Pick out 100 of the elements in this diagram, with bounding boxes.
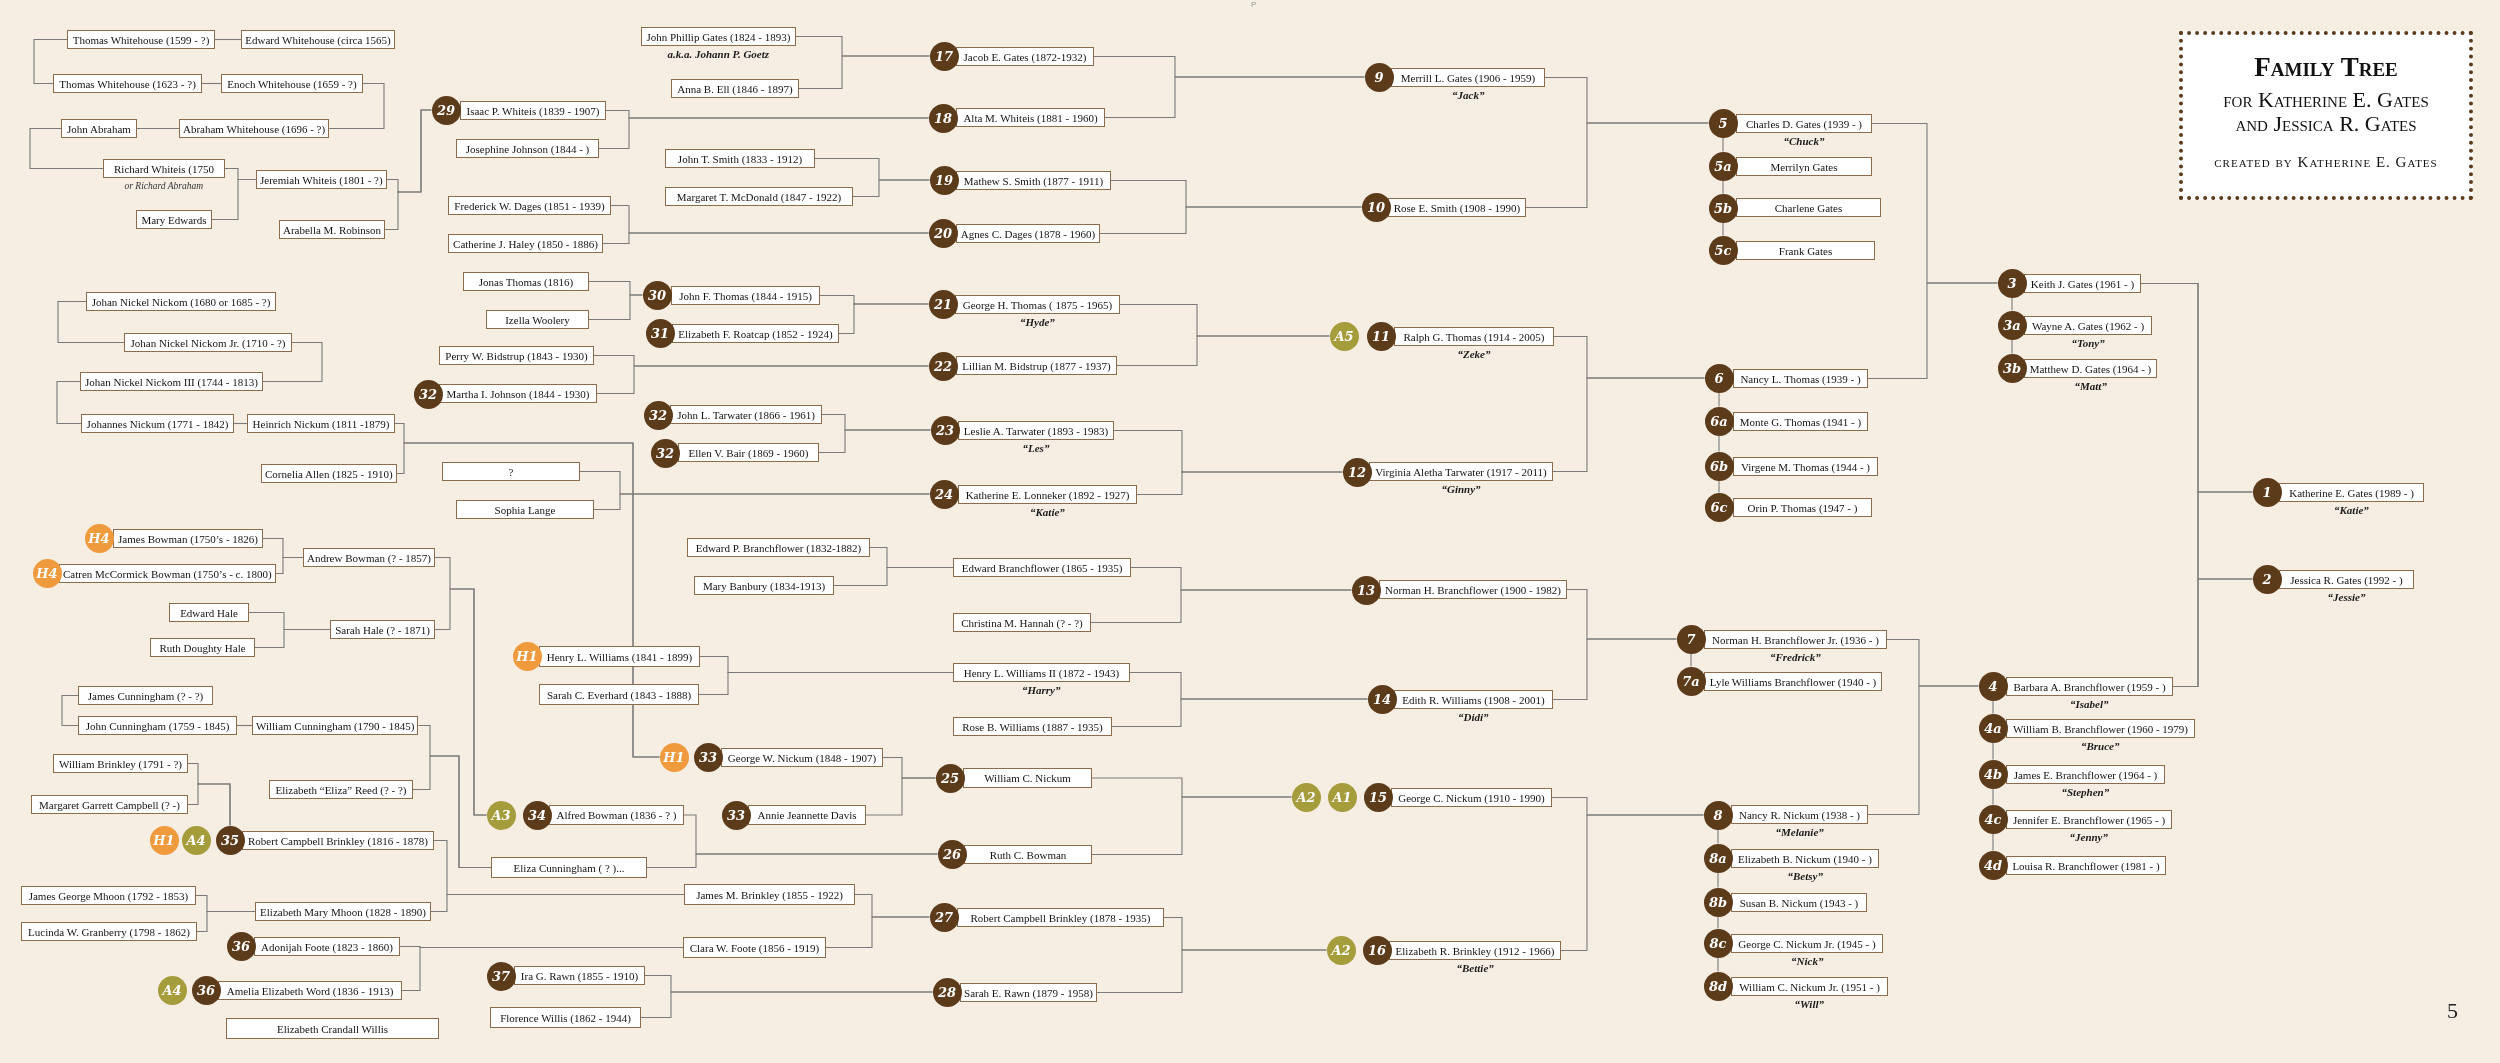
connector-line xyxy=(1690,652,1692,668)
person-box: Louisa R. Branchflower (1981 - ) xyxy=(2006,856,2166,875)
connector-line xyxy=(1722,179,1724,195)
person-box: John Phillip Gates (1824 - 1893) xyxy=(641,27,796,46)
nickname: “Les” xyxy=(1022,442,1050,454)
connector-line xyxy=(1992,832,1994,852)
alias-note: or Richard Abraham xyxy=(124,180,204,192)
letter-badge: A2 xyxy=(1326,935,1356,965)
number-badge: 32 xyxy=(650,438,680,468)
person-box: Virgene M. Thomas (1944 - ) xyxy=(1733,457,1878,476)
number-badge: 5b xyxy=(1708,193,1738,223)
nickname: “Chuck” xyxy=(1783,135,1825,147)
person-box: Ira G. Rawn (1855 - 1910) xyxy=(514,966,645,985)
person-box: Frederick W. Dages (1851 - 1939) xyxy=(448,196,611,215)
connector-line xyxy=(201,82,222,85)
connector-line xyxy=(1560,814,1705,952)
number-badge: 36 xyxy=(191,975,221,1005)
number-badge: 25 xyxy=(935,763,965,793)
connector-line xyxy=(401,946,684,992)
connector-line xyxy=(1099,206,1363,235)
person-box: Rose B. Williams (1887 - 1935) xyxy=(953,717,1112,736)
number-badge: 7 xyxy=(1676,624,1706,654)
nickname: “Didi” xyxy=(1458,711,1489,723)
number-badge: 33 xyxy=(721,800,751,830)
nickname: “Jessie” xyxy=(2327,591,2366,603)
nickname: “Will” xyxy=(1794,998,1825,1010)
person-box: Orin P. Thomas (1947 - ) xyxy=(1733,498,1872,517)
person-box: Josephine Johnson (1844 - ) xyxy=(456,139,599,158)
letter-badge: H1 xyxy=(149,825,179,855)
person-box: Jessica R. Gates (1992 - ) xyxy=(2279,570,2414,589)
credit-line: created by Katherine E. Gates xyxy=(2214,154,2438,171)
person-box: Margaret T. McDonald (1847 - 1922) xyxy=(665,187,853,206)
number-badge: 4a xyxy=(1978,713,2008,743)
number-badge: 4 xyxy=(1978,671,2008,701)
connector-line xyxy=(1104,76,1366,119)
nickname: “Bruce” xyxy=(2081,740,2120,752)
person-box: Mary Edwards xyxy=(136,210,212,229)
person-box: Johannes Nickum (1771 - 1842) xyxy=(81,414,234,433)
nickname: “Katie” xyxy=(2334,504,2369,516)
person-box: Johan Nickel Nickom Jr. (1710 - ?) xyxy=(124,333,292,352)
connector-line xyxy=(1992,741,1994,761)
connector-line xyxy=(1992,787,1994,806)
nickname: “Hyde” xyxy=(1020,316,1055,328)
letter-badge: A4 xyxy=(157,975,187,1005)
person-box: Agnes C. Dages (1878 - 1960) xyxy=(956,224,1100,243)
connector-line xyxy=(798,55,931,90)
person-box: Eliza Cunningham ( ? )... xyxy=(491,857,647,878)
connector-line xyxy=(384,109,433,231)
number-badge: 4d xyxy=(1978,850,2008,880)
number-badge: 24 xyxy=(929,479,959,509)
person-box: Elizabeth R. Brinkley (1912 - 1966) xyxy=(1389,941,1561,960)
person-box: John Cunningham (1759 - 1845) xyxy=(78,716,237,735)
connector-line xyxy=(1717,915,1719,930)
person-box: Matthew D. Gates (1964 - ) xyxy=(2024,359,2157,378)
person-box: Andrew Bowman (? - 1857) xyxy=(303,548,436,567)
person-box: Catren McCormick Bowman (1750’s - c. 1800) xyxy=(59,564,276,583)
number-badge: 8 xyxy=(1703,800,1733,830)
connector-line xyxy=(833,566,954,587)
connector-line xyxy=(825,916,931,949)
connector-line xyxy=(1096,949,1328,994)
number-badge: 34 xyxy=(522,800,552,830)
person-box: Amelia Elizabeth Word (1836 - 1913) xyxy=(218,981,402,1000)
number-badge: 5c xyxy=(1708,235,1738,265)
person-box: Nancy L. Thomas (1939 - ) xyxy=(1733,369,1868,388)
connector-line xyxy=(1718,391,1720,408)
person-box: Mary Banbury (1834-1913) xyxy=(694,576,834,595)
letter-badge: A5 xyxy=(1329,321,1359,351)
connector-line xyxy=(1136,471,1344,496)
nickname: “Jack” xyxy=(1452,89,1485,101)
letter-badge: A1 xyxy=(1327,782,1357,812)
person-box: Alta M. Whiteis (1881 - 1960) xyxy=(956,108,1105,127)
connector-line xyxy=(1867,685,1980,816)
person-box: Frank Gates xyxy=(1736,241,1875,260)
connector-line xyxy=(430,893,685,913)
connector-line xyxy=(1525,122,1710,209)
number-badge: 8b xyxy=(1703,887,1733,917)
connector-line xyxy=(640,991,934,1019)
number-badge: 37 xyxy=(486,961,516,991)
number-badge: 8c xyxy=(1703,928,1733,958)
person-box: Charlene Gates xyxy=(1736,198,1881,217)
person-box: Merrill L. Gates (1906 - 1959) xyxy=(1391,68,1545,87)
number-badge: 18 xyxy=(928,103,958,133)
person-box: Elizabeth F. Roatcap (1852 - 1924) xyxy=(672,324,839,343)
connector-line xyxy=(852,179,931,198)
person-box: James E. Branchflower (1964 - ) xyxy=(2006,765,2165,784)
person-box: John Abraham xyxy=(61,119,137,138)
person-box: William Cunningham (1790 - 1845) xyxy=(252,716,419,735)
number-badge: 33 xyxy=(693,742,723,772)
person-box: Perry W. Bidstrup (1843 - 1930) xyxy=(439,346,594,365)
number-badge: 3a xyxy=(1997,310,2027,340)
connector-line xyxy=(1116,335,1331,367)
person-box: Henry L. Williams (1841 - 1899) xyxy=(539,646,700,667)
connector-line xyxy=(698,671,954,696)
person-box: Richard Whiteis (1750 xyxy=(103,159,225,178)
person-box: George C. Nickum Jr. (1945 - ) xyxy=(1731,934,1883,953)
person-box: Susan B. Nickum (1943 - ) xyxy=(1731,893,1867,912)
connector-line xyxy=(2172,578,2254,688)
connector-line xyxy=(61,694,79,727)
connector-line xyxy=(29,127,104,170)
person-box: Lyle Williams Branchflower (1940 - ) xyxy=(1704,672,1882,691)
